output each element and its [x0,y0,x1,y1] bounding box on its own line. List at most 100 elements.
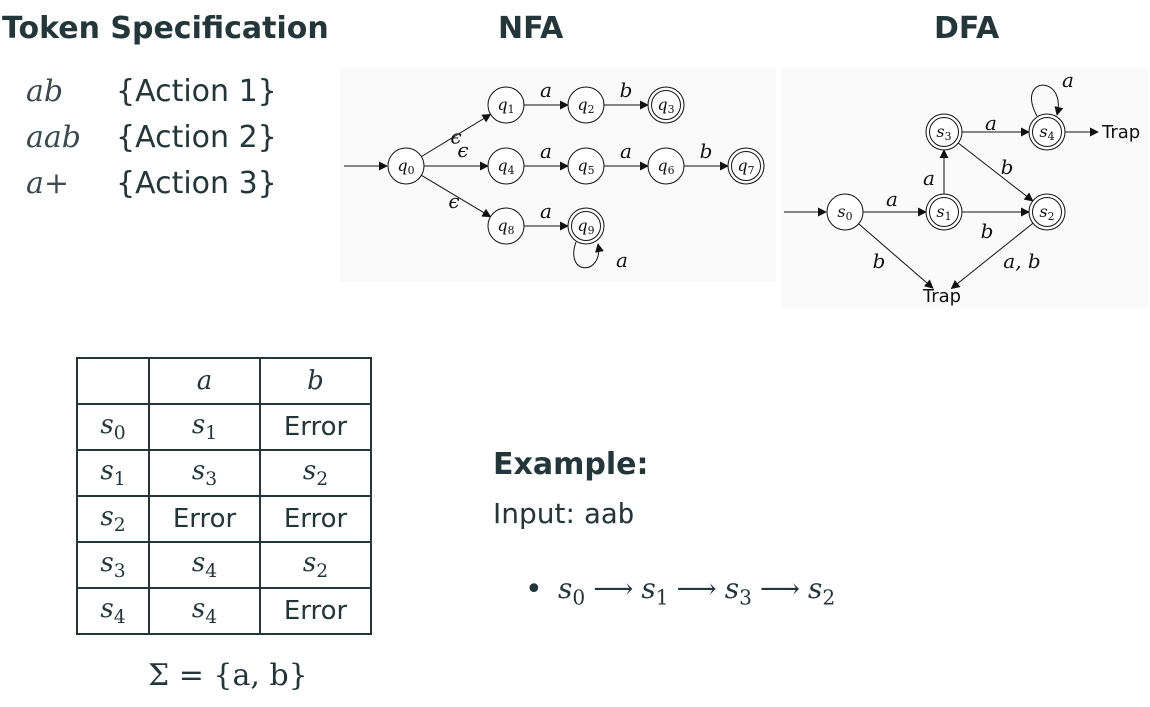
state-q6-circle [647,147,685,185]
transition-label: a [540,199,552,223]
table-cell: s2 [259,449,372,497]
state-q2-circle [567,86,605,124]
state-q4-circle [487,147,525,185]
trace-arrow-icon: ⟶ [676,572,717,605]
transition-label: a [616,248,628,272]
token-action: {Action 1} [116,74,277,109]
state-q3-accept-ring [651,90,681,120]
transition-label: a [1062,68,1074,92]
table-header-cell [76,357,150,405]
table-header-cell: a [148,357,261,405]
table-cell: Error [148,495,261,543]
state-q1-label: q1 [497,95,514,116]
state-q0-circle [387,147,425,185]
transition-arrow [858,223,934,289]
example-title: Example: [493,447,649,482]
transition-arrow [421,174,492,218]
trace-state: s2 [808,572,836,610]
token-pattern: ab [26,74,64,109]
state-q7-accept-ring [731,151,761,181]
state-q9-circle [567,207,605,245]
token-spec-heading: Token Specification [2,11,329,46]
state-s0-label: s0 [837,202,852,223]
state-s1-label: s1 [936,202,951,223]
state-s2-circle [1028,193,1066,231]
state-q6-label: q6 [657,156,674,177]
state-s3-circle [925,113,963,151]
nfa-heading: NFA [498,11,564,46]
state-q2-label: q2 [577,95,594,116]
table-cell: s1 [76,449,150,497]
example-trace: s0⟶s1⟶s3⟶s2 [558,572,835,610]
transition-label: a, b [1003,249,1040,273]
table-cell: s2 [76,495,150,543]
trace-arrow-icon: ⟶ [759,572,801,605]
state-s2-accept-ring [1032,197,1062,227]
state-q3-label: q3 [657,95,674,116]
state-q8-label: q8 [497,216,514,237]
trap-label: Trap [922,286,961,307]
token-pattern: aab [26,120,81,155]
token-action: {Action 2} [116,120,277,155]
example-input: Input: aab [493,497,634,530]
state-q0-label: q0 [397,156,414,177]
table-cell: s3 [76,541,150,589]
state-q9-label: q9 [577,216,594,237]
transition-label: b [620,78,633,102]
state-q8-circle [487,207,525,245]
alphabet-label: Σ = {a, b} [148,658,308,693]
state-s4-accept-ring [1032,117,1062,147]
state-q7-circle [727,147,765,185]
table-cell: s0 [76,403,150,451]
self-loop-arrow [573,241,604,269]
table-cell: s4 [148,587,261,635]
transition-arrow [957,142,1034,202]
state-q5-circle [567,147,605,185]
transition-label: b [700,139,713,163]
bullet-icon: • [525,572,543,607]
trap-label: Trap [1101,122,1140,143]
trace-state: s1 [641,572,669,610]
state-q1-circle [487,86,525,124]
table-cell: s4 [148,541,261,589]
self-loop-arrow [1031,84,1064,117]
trace-state: s3 [724,572,752,610]
state-s4-label: s4 [1039,122,1054,143]
state-s0-circle [826,193,864,231]
token-action: {Action 3} [116,166,277,201]
transition-label: b [1001,155,1014,179]
state-s3-label: s3 [936,122,951,143]
transition-label: b [981,219,994,243]
state-q9-accept-ring [571,211,601,241]
transition-arrow [950,222,1034,290]
transition-label: a [620,139,632,163]
state-q7-label: q7 [737,156,754,177]
transition-label: a [923,166,935,190]
transition-label: ϵ [450,125,461,149]
transition-label: a [985,111,997,135]
transition-label: a [886,187,898,211]
table-cell: s3 [148,449,261,497]
state-q4-label: q4 [497,156,514,177]
transition-label: b [873,249,886,273]
table-cell: Error [259,495,372,543]
transition-label: ϵ [448,189,459,213]
transition-label: ϵ [457,138,468,162]
table-cell: Error [259,587,372,635]
transition-label: a [540,78,552,102]
state-s2-label: s2 [1039,202,1054,223]
trace-state: s0 [558,572,586,610]
dfa-heading: DFA [934,11,1000,46]
table-cell: Error [259,403,372,451]
transition-label: a [540,139,552,163]
state-s3-accept-ring [929,117,959,147]
state-s1-accept-ring [929,197,959,227]
table-cell: s2 [259,541,372,589]
